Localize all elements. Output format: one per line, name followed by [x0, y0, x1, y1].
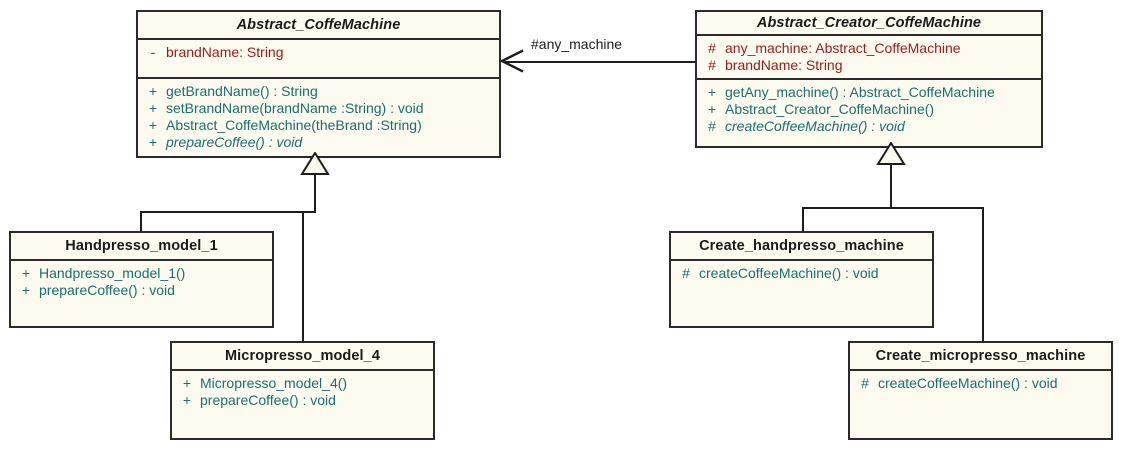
class-box-handpresso-model-1[interactable]: Handpresso_model_1 + Handpresso_model_1(…: [9, 231, 274, 328]
class-box-abstract-creator-coffemachine[interactable]: Abstract_Creator_CoffeMachine # any_mach…: [695, 10, 1043, 148]
method-row: + getBrandName() : String: [140, 83, 497, 100]
visibility-marker: #: [708, 57, 716, 73]
class-box-micropresso-model-4[interactable]: Micropresso_model_4 + Micropresso_model_…: [170, 341, 435, 440]
methods-compartment: + Micropresso_model_4() + prepareCoffee(…: [172, 371, 433, 413]
method-row: + prepareCoffee() : void: [174, 392, 431, 409]
methods-compartment: + getAny_machine() : Abstract_CoffeMachi…: [697, 80, 1041, 139]
method-label: createCoffeeMachine() : void: [725, 118, 905, 134]
method-label: Abstract_CoffeMachine(theBrand :String): [166, 117, 422, 133]
attributes-compartment: - brandName: String: [138, 40, 499, 77]
visibility-marker: +: [707, 101, 717, 117]
association-edge-any-machine: [505, 61, 696, 63]
attribute-label: brandName: String: [166, 44, 284, 60]
method-row: + getAny_machine() : Abstract_CoffeMachi…: [699, 84, 1039, 101]
visibility-marker: +: [148, 100, 158, 116]
method-label: createCoffeeMachine() : void: [699, 265, 879, 281]
visibility-marker: +: [182, 375, 192, 391]
generalization-edge-micropresso-drop: [302, 211, 304, 343]
generalization-edge-create-handpresso-drop: [802, 207, 804, 233]
generalization-edge-right-stem: [890, 160, 892, 208]
class-title-create-handpresso-machine: Create_handpresso_machine: [699, 238, 904, 254]
class-divider: [697, 34, 1041, 36]
methods-compartment: # createCoffeeMachine() : void: [671, 261, 932, 286]
visibility-marker: +: [148, 134, 158, 150]
visibility-marker: #: [861, 375, 869, 391]
class-divider: [138, 77, 499, 79]
method-label: prepareCoffee() : void: [200, 392, 336, 408]
method-row: + Abstract_CoffeMachine(theBrand :String…: [140, 117, 497, 134]
method-label: prepareCoffee() : void: [166, 134, 303, 150]
class-divider: [671, 259, 932, 261]
attributes-compartment: # any_machine: Abstract_CoffeMachine # b…: [697, 36, 1041, 78]
method-row: # createCoffeeMachine() : void: [673, 265, 930, 282]
class-title-create-micropresso-machine: Create_micropresso_machine: [875, 348, 1086, 364]
method-label: Abstract_Creator_CoffeMachine(): [725, 101, 935, 117]
association-label-any-machine: #any_machine: [531, 36, 623, 52]
attribute-row: - brandName: String: [140, 44, 497, 61]
class-divider: [11, 259, 272, 261]
visibility-marker: #: [682, 265, 690, 281]
method-row: + Abstract_Creator_CoffeMachine(): [699, 101, 1039, 118]
methods-compartment: # createCoffeeMachine() : void: [850, 371, 1111, 396]
generalization-edge-left-stem: [314, 170, 316, 212]
attribute-label: any_machine: Abstract_CoffeMachine: [725, 40, 961, 56]
method-row: + Handpresso_model_1(): [13, 265, 270, 282]
method-row: + prepareCoffee() : void: [13, 282, 270, 299]
method-label: prepareCoffee() : void: [39, 282, 175, 298]
attribute-label: brandName: String: [725, 57, 843, 73]
method-row: + setBrandName(brandName :String) : void: [140, 100, 497, 117]
class-divider: [697, 78, 1041, 80]
visibility-marker: +: [148, 83, 158, 99]
visibility-marker: #: [708, 40, 716, 56]
method-label: createCoffeeMachine() : void: [878, 375, 1058, 391]
class-divider: [172, 369, 433, 371]
methods-compartment: + Handpresso_model_1() + prepareCoffee()…: [11, 261, 272, 303]
visibility-marker: -: [150, 44, 156, 60]
generalization-triangle-left: [300, 152, 330, 175]
attribute-row: # any_machine: Abstract_CoffeMachine: [699, 40, 1039, 57]
method-row: + prepareCoffee() : void: [140, 134, 497, 151]
visibility-marker: +: [21, 265, 31, 281]
generalization-edge-handpresso-drop: [140, 211, 142, 233]
methods-compartment: + getBrandName() : String + setBrandName…: [138, 79, 499, 155]
visibility-marker: +: [21, 282, 31, 298]
class-title-micropresso-model-4: Micropresso_model_4: [224, 348, 380, 364]
class-divider: [850, 369, 1111, 371]
method-label: Micropresso_model_4(): [200, 375, 348, 391]
method-label: Handpresso_model_1(): [39, 265, 186, 281]
generalization-edge-right-bus: [802, 207, 984, 209]
open-arrow-left-icon: [499, 49, 524, 73]
visibility-marker: #: [708, 118, 716, 134]
method-row: # createCoffeeMachine() : void: [852, 375, 1109, 392]
generalization-edge-create-micropresso-drop: [982, 207, 984, 343]
method-label: setBrandName(brandName :String) : void: [166, 100, 424, 116]
class-box-abstract-coffemachine[interactable]: Abstract_CoffeMachine - brandName: Strin…: [136, 10, 501, 158]
class-box-create-micropresso-machine[interactable]: Create_micropresso_machine # createCoffe…: [848, 341, 1113, 440]
method-row: + Micropresso_model_4(): [174, 375, 431, 392]
visibility-marker: +: [182, 392, 192, 408]
method-label: getAny_machine() : Abstract_CoffeMachine: [725, 84, 995, 100]
class-title-abstract-creator-coffemachine: Abstract_Creator_CoffeMachine: [756, 15, 982, 31]
method-row: # createCoffeeMachine() : void: [699, 118, 1039, 135]
attribute-row: # brandName: String: [699, 57, 1039, 74]
class-title-handpresso-model-1: Handpresso_model_1: [65, 238, 218, 254]
class-box-create-handpresso-machine[interactable]: Create_handpresso_machine # createCoffee…: [669, 231, 934, 328]
class-title-abstract-coffemachine: Abstract_CoffeMachine: [236, 17, 401, 33]
generalization-edge-left-bus: [140, 211, 316, 213]
visibility-marker: +: [707, 84, 717, 100]
class-divider: [138, 38, 499, 40]
visibility-marker: +: [148, 117, 158, 133]
method-label: getBrandName() : String: [166, 83, 318, 99]
generalization-triangle-right: [876, 142, 906, 165]
